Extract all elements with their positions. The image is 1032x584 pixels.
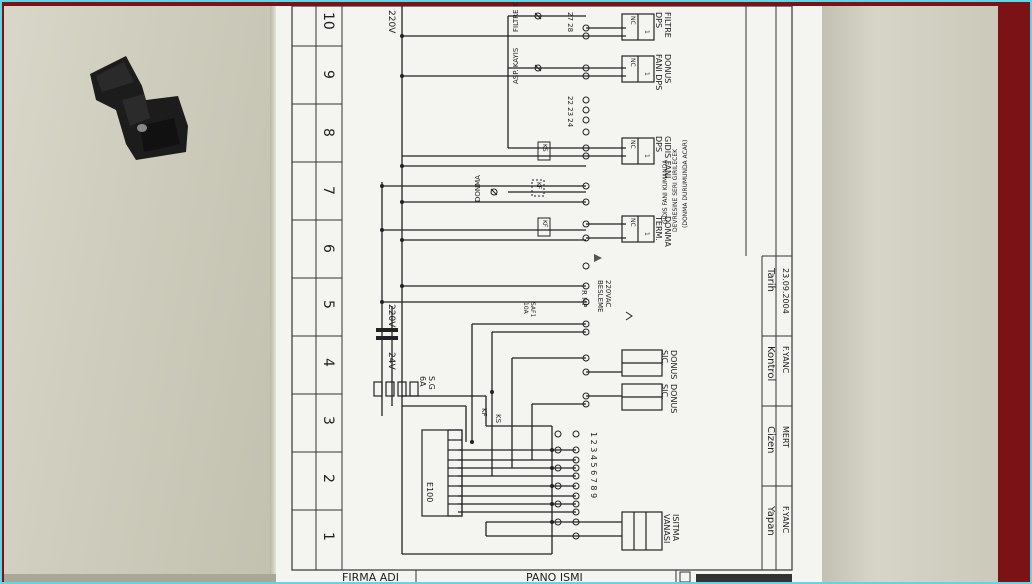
terminal-numbers: 22 23 24 bbox=[566, 96, 574, 128]
title-kontrol-header: Kontrol bbox=[765, 346, 776, 382]
desk-bottom-edge bbox=[4, 574, 276, 582]
bus-voltage-label: 220V bbox=[386, 10, 396, 34]
title-cizen-header: Cizen bbox=[765, 426, 776, 454]
nc-label: NC bbox=[629, 218, 636, 227]
donma-acar-label: (DONMA DURUMUNDA ACAR) bbox=[682, 139, 689, 228]
wiring-diagram-sheet: 10 9 8 7 6 5 4 3 2 1 FIRMA ADI PANO ISMI… bbox=[276, 2, 822, 584]
column-number: 1 bbox=[320, 532, 336, 541]
kf-contact-label: KF bbox=[480, 408, 488, 417]
donus-sic-label: DONUS SIC. bbox=[660, 350, 678, 380]
filtre-dps-label: FILTRE DPS bbox=[654, 12, 672, 38]
ks-box-label: KS bbox=[541, 144, 548, 152]
kf-dashed-label: KF bbox=[535, 182, 542, 190]
column-number: 8 bbox=[320, 128, 336, 137]
column-number: 9 bbox=[320, 70, 336, 79]
transformer-220v-label: 220V bbox=[386, 304, 396, 328]
kf-box-label: KF bbox=[541, 220, 548, 228]
nc-label: NC bbox=[629, 140, 636, 149]
column-number: 3 bbox=[320, 416, 336, 425]
pin-one-label: 1 bbox=[643, 30, 650, 34]
donus-fani-dps-label: DONUS FANI DPS bbox=[654, 54, 672, 91]
column-number: 5 bbox=[320, 300, 336, 309]
column-number: 4 bbox=[320, 358, 336, 367]
wiring-diagram bbox=[291, 6, 793, 582]
column-number: 2 bbox=[320, 474, 336, 483]
terminal-numbers: 27 28 bbox=[566, 12, 574, 33]
devresine-seri-label: DEVRESINE SERI GIRILECEK bbox=[672, 148, 679, 232]
desk-edge bbox=[270, 6, 276, 582]
title-kontrol-value: F.YANC bbox=[781, 346, 790, 374]
nc-label: NC bbox=[629, 16, 636, 25]
footer-firma-adi: FIRMA ADI bbox=[342, 571, 399, 584]
footer-pano-ismi: PANO ISMI bbox=[526, 571, 583, 584]
ks-contact-label: KS bbox=[494, 414, 502, 424]
desk-surface-right bbox=[810, 6, 998, 582]
black-clip-object bbox=[90, 56, 188, 160]
vac-besleme-label: 220VAC BESLEME bbox=[596, 280, 612, 313]
title-tarih-header: Tarih bbox=[765, 268, 776, 292]
pin-one-label: 1 bbox=[643, 72, 650, 76]
r-mp-label: R MP bbox=[580, 290, 588, 308]
donus-sic-label: DONUS SIC. bbox=[660, 384, 678, 414]
pin-one-label: 1 bbox=[643, 154, 650, 158]
fuse-sg-label: S.G 6A bbox=[418, 376, 436, 390]
donma-label: DONMA bbox=[474, 175, 482, 202]
e100-controller-label: E100 bbox=[425, 482, 434, 503]
terminal-row-numbers: 1 2 3 4 5 6 7 8 9 bbox=[589, 432, 598, 499]
title-yapan-header: Yapan bbox=[765, 506, 776, 536]
column-number: 6 bbox=[320, 244, 336, 253]
isitma-vanasi-label: ISITMA VANASI bbox=[662, 514, 680, 544]
gidis-fani-kumanda-label: GIDIS FANI KUMANDA bbox=[662, 159, 669, 224]
pin-one-label: 1 bbox=[643, 232, 650, 236]
title-cizen-value: MERT bbox=[781, 426, 790, 448]
nc-label: NC bbox=[629, 58, 636, 67]
title-tarih-value: 23.09.2004 bbox=[781, 268, 790, 314]
title-yapan-value: F.YANC bbox=[781, 506, 790, 534]
column-number: 7 bbox=[320, 186, 336, 195]
donma-term-label: DONMA TERM. bbox=[654, 216, 672, 247]
column-number: 10 bbox=[320, 12, 336, 30]
filtre-kirli-label: FILTRE KIRLI bbox=[512, 0, 520, 32]
asp-kayis-label: ASP. KAYIS bbox=[512, 47, 520, 84]
transformer-24v-label: 24V bbox=[386, 352, 396, 370]
saf-fuse-label: SAF1 10A bbox=[522, 302, 536, 318]
